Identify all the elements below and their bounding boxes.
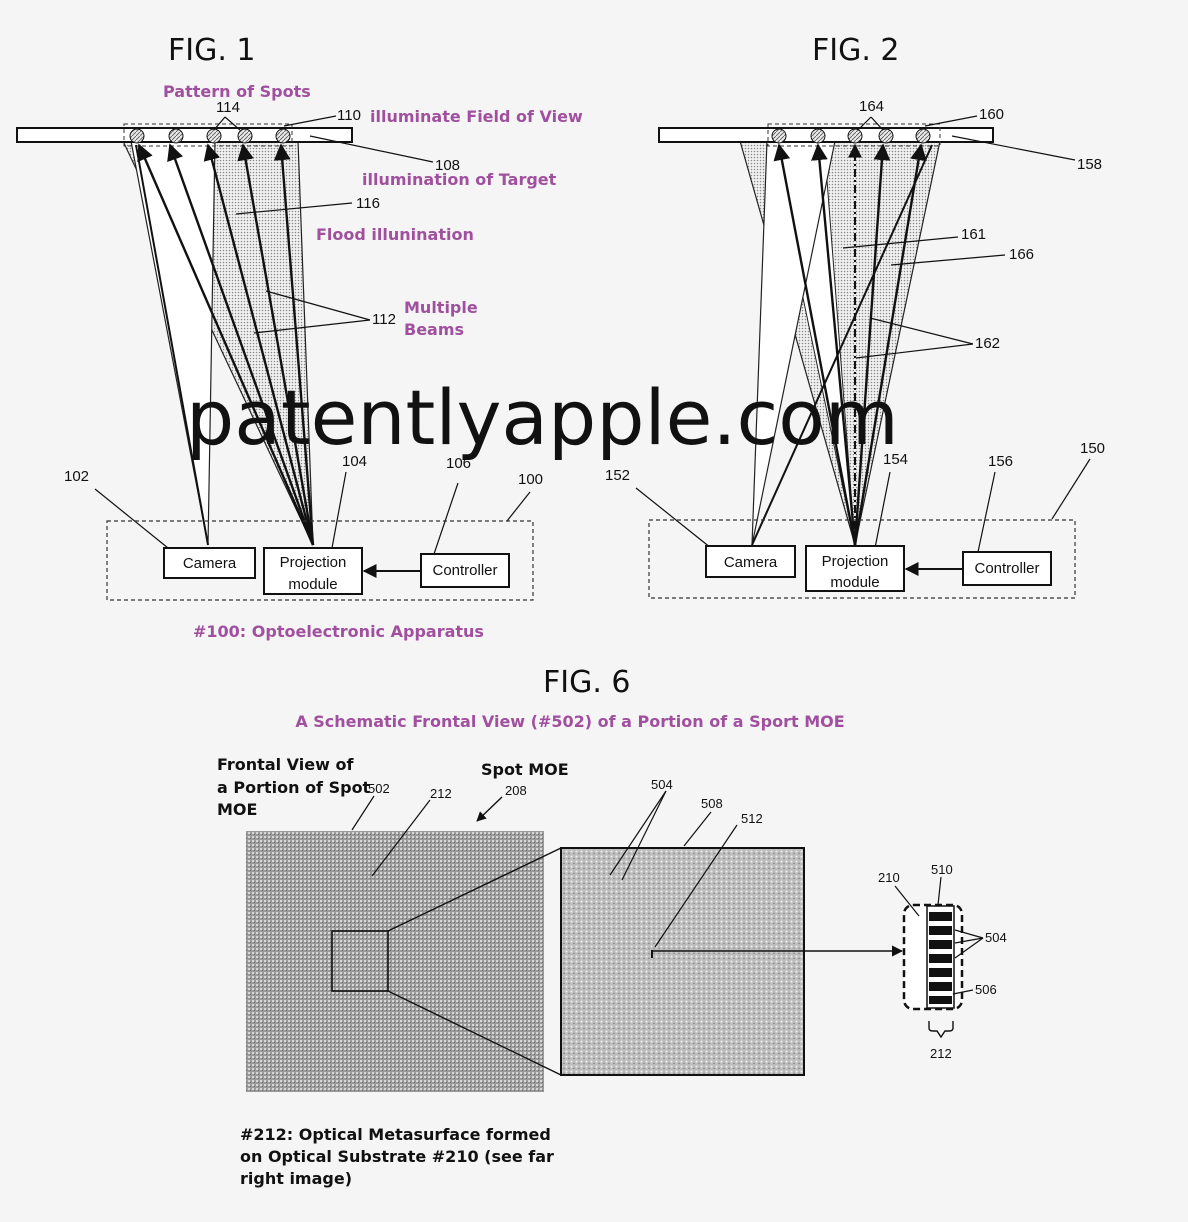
ref-210: 210 — [878, 870, 900, 885]
fig2-projection-label-line1: Projection — [822, 553, 889, 570]
metasurface-caption-line2: on Optical Substrate #210 (see far — [240, 1147, 554, 1166]
ref-160: 160 — [979, 106, 1004, 123]
apparatus-100-box — [106, 520, 534, 601]
ref-158: 158 — [1077, 156, 1102, 173]
ref-161: 161 — [961, 226, 986, 243]
fig2-target-plate — [658, 127, 994, 143]
ref-110: 110 — [337, 107, 361, 124]
fig2-camera-view-line — [751, 144, 933, 546]
ref-114: 114 — [216, 99, 240, 116]
fig2-camera-box — [705, 545, 796, 578]
fig6: FIG. 6 A Schematic Frontal View (#502) o… — [217, 665, 1007, 1188]
fig1-leaders — [94, 115, 531, 555]
flood-illumination-note: Flood illunination — [316, 225, 474, 244]
fig2-controller-box — [962, 551, 1052, 586]
illuminate-fov-note: illuminate Field of View — [370, 107, 583, 126]
controller-box — [420, 553, 510, 588]
fig1-title: FIG. 1 — [168, 33, 256, 68]
apparatus-150-box — [648, 519, 1076, 599]
ref-102: 102 — [64, 468, 89, 485]
ref-162: 162 — [975, 335, 1000, 352]
fig6-subtitle: A Schematic Frontal View (#502) of a Por… — [295, 712, 844, 731]
zoom-region-box — [331, 930, 389, 992]
ref-150: 150 — [1080, 440, 1105, 457]
camera-box — [163, 547, 256, 579]
fig2-beams — [773, 143, 927, 546]
fig2: FIG. 2 — [605, 33, 1105, 599]
watermark: patentlyapple.com — [186, 373, 899, 462]
frontal-view-label-line2: a Portion of Spot — [217, 778, 371, 797]
spot-moe-frontal-view — [246, 831, 544, 1092]
ref-504-right: 504 — [985, 930, 1007, 945]
projection-module-box — [263, 547, 363, 595]
ref-108: 108 — [435, 157, 460, 174]
frontal-view-label-line1: Frontal View of — [217, 755, 354, 774]
nanostructures-504 — [929, 912, 952, 1004]
ref-104: 104 — [342, 453, 367, 470]
fig6-leaders — [351, 790, 984, 995]
spot-moe-arrow — [476, 796, 503, 822]
fig1: FIG. 1 — [16, 33, 583, 641]
fig2-projection-module-box — [805, 545, 905, 592]
ref-502: 502 — [368, 781, 390, 796]
frontal-view-label-line3: MOE — [217, 800, 257, 819]
ref-100: 100 — [518, 471, 543, 488]
controller-label: Controller — [432, 562, 497, 579]
fig2-title: FIG. 2 — [812, 33, 900, 68]
ref-154: 154 — [883, 451, 908, 468]
fig2-camera-label: Camera — [724, 554, 778, 571]
projection-label-line2: module — [288, 576, 337, 593]
projection-label-line1: Projection — [280, 554, 347, 571]
ref-212-top: 212 — [430, 786, 452, 801]
camera-field-of-view — [130, 140, 216, 546]
ref-164: 164 — [859, 98, 884, 115]
ref-166: 166 — [1009, 246, 1034, 263]
ref-112: 112 — [372, 311, 396, 328]
fig2-projection-label-line2: module — [830, 574, 879, 591]
metasurface-caption-line1: #212: Optical Metasurface formed — [240, 1125, 551, 1144]
ref-156: 156 — [988, 453, 1013, 470]
target-plate — [16, 127, 353, 143]
fig6-title: FIG. 6 — [543, 665, 631, 700]
ref-512: 512 — [741, 811, 763, 826]
ref-506: 506 — [975, 982, 997, 997]
magnified-metasurface — [560, 847, 805, 1076]
ref-212-bottom: 212 — [930, 1046, 952, 1061]
fig2-leaders — [635, 115, 1091, 553]
camera-view-line — [135, 144, 209, 546]
apparatus-caption: #100: Optoelectronic Apparatus — [193, 622, 484, 641]
ref-106: 106 — [446, 455, 471, 472]
pattern-of-spots-note: Pattern of Spots — [163, 82, 311, 101]
ref-508: 508 — [701, 796, 723, 811]
illumination-target-note: illumination of Target — [362, 170, 557, 189]
ref-208: 208 — [505, 783, 527, 798]
ref-510: 510 — [931, 862, 953, 877]
fig2-spot-pattern — [771, 128, 931, 144]
multiple-beams — [137, 143, 315, 546]
ref-152: 152 — [605, 467, 630, 484]
bracket-212 — [928, 1021, 954, 1039]
fig2-controller-label: Controller — [974, 560, 1039, 577]
spot-pattern — [129, 128, 291, 144]
zoom-line-top — [387, 847, 562, 932]
ref-116: 116 — [356, 195, 380, 212]
camera-label: Camera — [183, 555, 237, 572]
metasurface-caption-line3: right image) — [240, 1169, 352, 1188]
multiple-beams-note-line2: Beams — [404, 320, 464, 339]
multiple-beams-note-line1: Multiple — [404, 298, 478, 317]
zoom-line-bottom — [387, 990, 562, 1076]
spot-moe-label: Spot MOE — [481, 760, 569, 779]
ref-504-top: 504 — [651, 777, 673, 792]
